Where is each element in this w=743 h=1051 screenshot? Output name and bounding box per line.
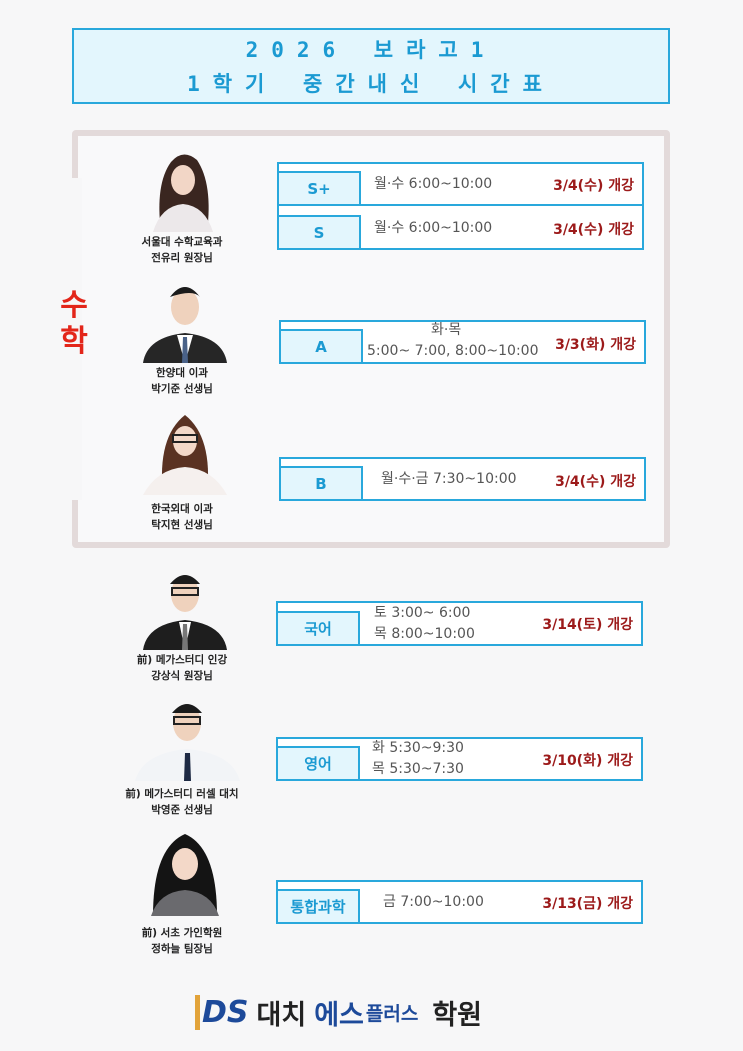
teacher-name: 박기준 선생님: [151, 383, 213, 395]
logo-text: 에스: [314, 1000, 364, 1031]
teacher-name: 전유리 원장님: [151, 252, 213, 264]
class-time: 금 7:00~10:00: [383, 894, 484, 910]
class-open-date: 3/4(수) 개강: [553, 178, 634, 194]
teacher-school: 한양대 이과: [156, 367, 208, 379]
teacher-name: 박영준 선생님: [151, 804, 213, 816]
page-title: 2026 보라고1 1학기 중간내신 시간표: [72, 28, 670, 104]
title-line-1: 2026 보라고1: [245, 38, 497, 62]
class-row-korean: 국어 토 3:00~ 6:00 목 8:00~10:00 3/14(토) 개강: [276, 601, 643, 646]
class-open-date: 3/13(금) 개강: [542, 896, 633, 912]
class-time: 토 3:00~ 6:00: [374, 605, 471, 621]
logo-mark-icon: DS: [195, 995, 249, 1030]
class-time: 화 5:30~9:30: [372, 740, 464, 756]
teacher-name: 탁지현 선생님: [151, 519, 213, 531]
class-open-date: 3/3(화) 개강: [555, 337, 636, 353]
teacher-photo: [143, 407, 227, 495]
teacher-photo: [141, 144, 225, 232]
teacher-name: 강상식 원장님: [151, 670, 213, 682]
teacher-school: 前) 메가스터디 인강: [136, 654, 228, 666]
class-label: S+: [277, 171, 361, 206]
class-time: 월·수·금 7:30~10:00: [381, 471, 517, 487]
class-label: B: [279, 466, 363, 501]
class-row-b: B 월·수·금 7:30~10:00 3/4(수) 개강: [279, 457, 646, 501]
class-label: A: [279, 329, 363, 364]
class-open-date: 3/10(화) 개강: [542, 753, 633, 769]
logo-text: 대치: [256, 1000, 307, 1031]
teacher-photo: [143, 275, 227, 363]
logo-text: 학원: [432, 1000, 483, 1031]
teacher-photo: [135, 693, 240, 781]
class-label: 국어: [276, 611, 360, 646]
teacher-name: 정하늘 팀장님: [151, 943, 213, 955]
class-label: 통합과학: [276, 889, 360, 924]
panel-gap: [68, 178, 82, 500]
class-row-s-plus: S+ 월·수 6:00~10:00 3/4(수) 개강: [277, 162, 644, 206]
teacher-school: 한국외대 이과: [151, 503, 213, 515]
class-row-english: 영어 화 5:30~9:30 목 5:30~7:30 3/10(화) 개강: [276, 737, 643, 781]
class-open-date: 3/14(토) 개강: [542, 617, 633, 633]
class-time: 월·수 6:00~10:00: [374, 176, 493, 192]
title-line-2: 1학기 중간내신 시간표: [187, 72, 555, 96]
class-row-science: 통합과학 금 7:00~10:00 3/13(금) 개강: [276, 880, 643, 924]
math-subject-label: 수학: [60, 288, 88, 359]
teacher-school: 前) 서초 가인학원: [141, 927, 223, 939]
teacher-school: 서울대 수학교육과: [141, 236, 223, 248]
class-row-a: A 화·목 5:00~ 7:00, 8:00~10:00 3/3(화) 개강: [279, 320, 646, 364]
class-label: 영어: [276, 746, 360, 781]
class-open-date: 3/4(수) 개강: [555, 474, 636, 490]
class-open-date: 3/4(수) 개강: [553, 222, 634, 238]
teacher-school: 前) 메가스터디 러셀 대치: [125, 788, 239, 800]
class-row-s: S 월·수 6:00~10:00 3/4(수) 개강: [277, 204, 644, 250]
class-time: 월·수 6:00~10:00: [374, 220, 493, 236]
class-time: 목 8:00~10:00: [374, 626, 475, 642]
class-label: S: [277, 215, 361, 250]
logo-text: 플러스: [365, 1003, 419, 1025]
class-time: 목 5:30~7:30: [372, 761, 464, 777]
teacher-photo: [143, 828, 227, 916]
class-time-days: 화·목: [431, 322, 462, 338]
teacher-photo: [143, 562, 227, 650]
class-time: 5:00~ 7:00, 8:00~10:00: [367, 343, 539, 359]
